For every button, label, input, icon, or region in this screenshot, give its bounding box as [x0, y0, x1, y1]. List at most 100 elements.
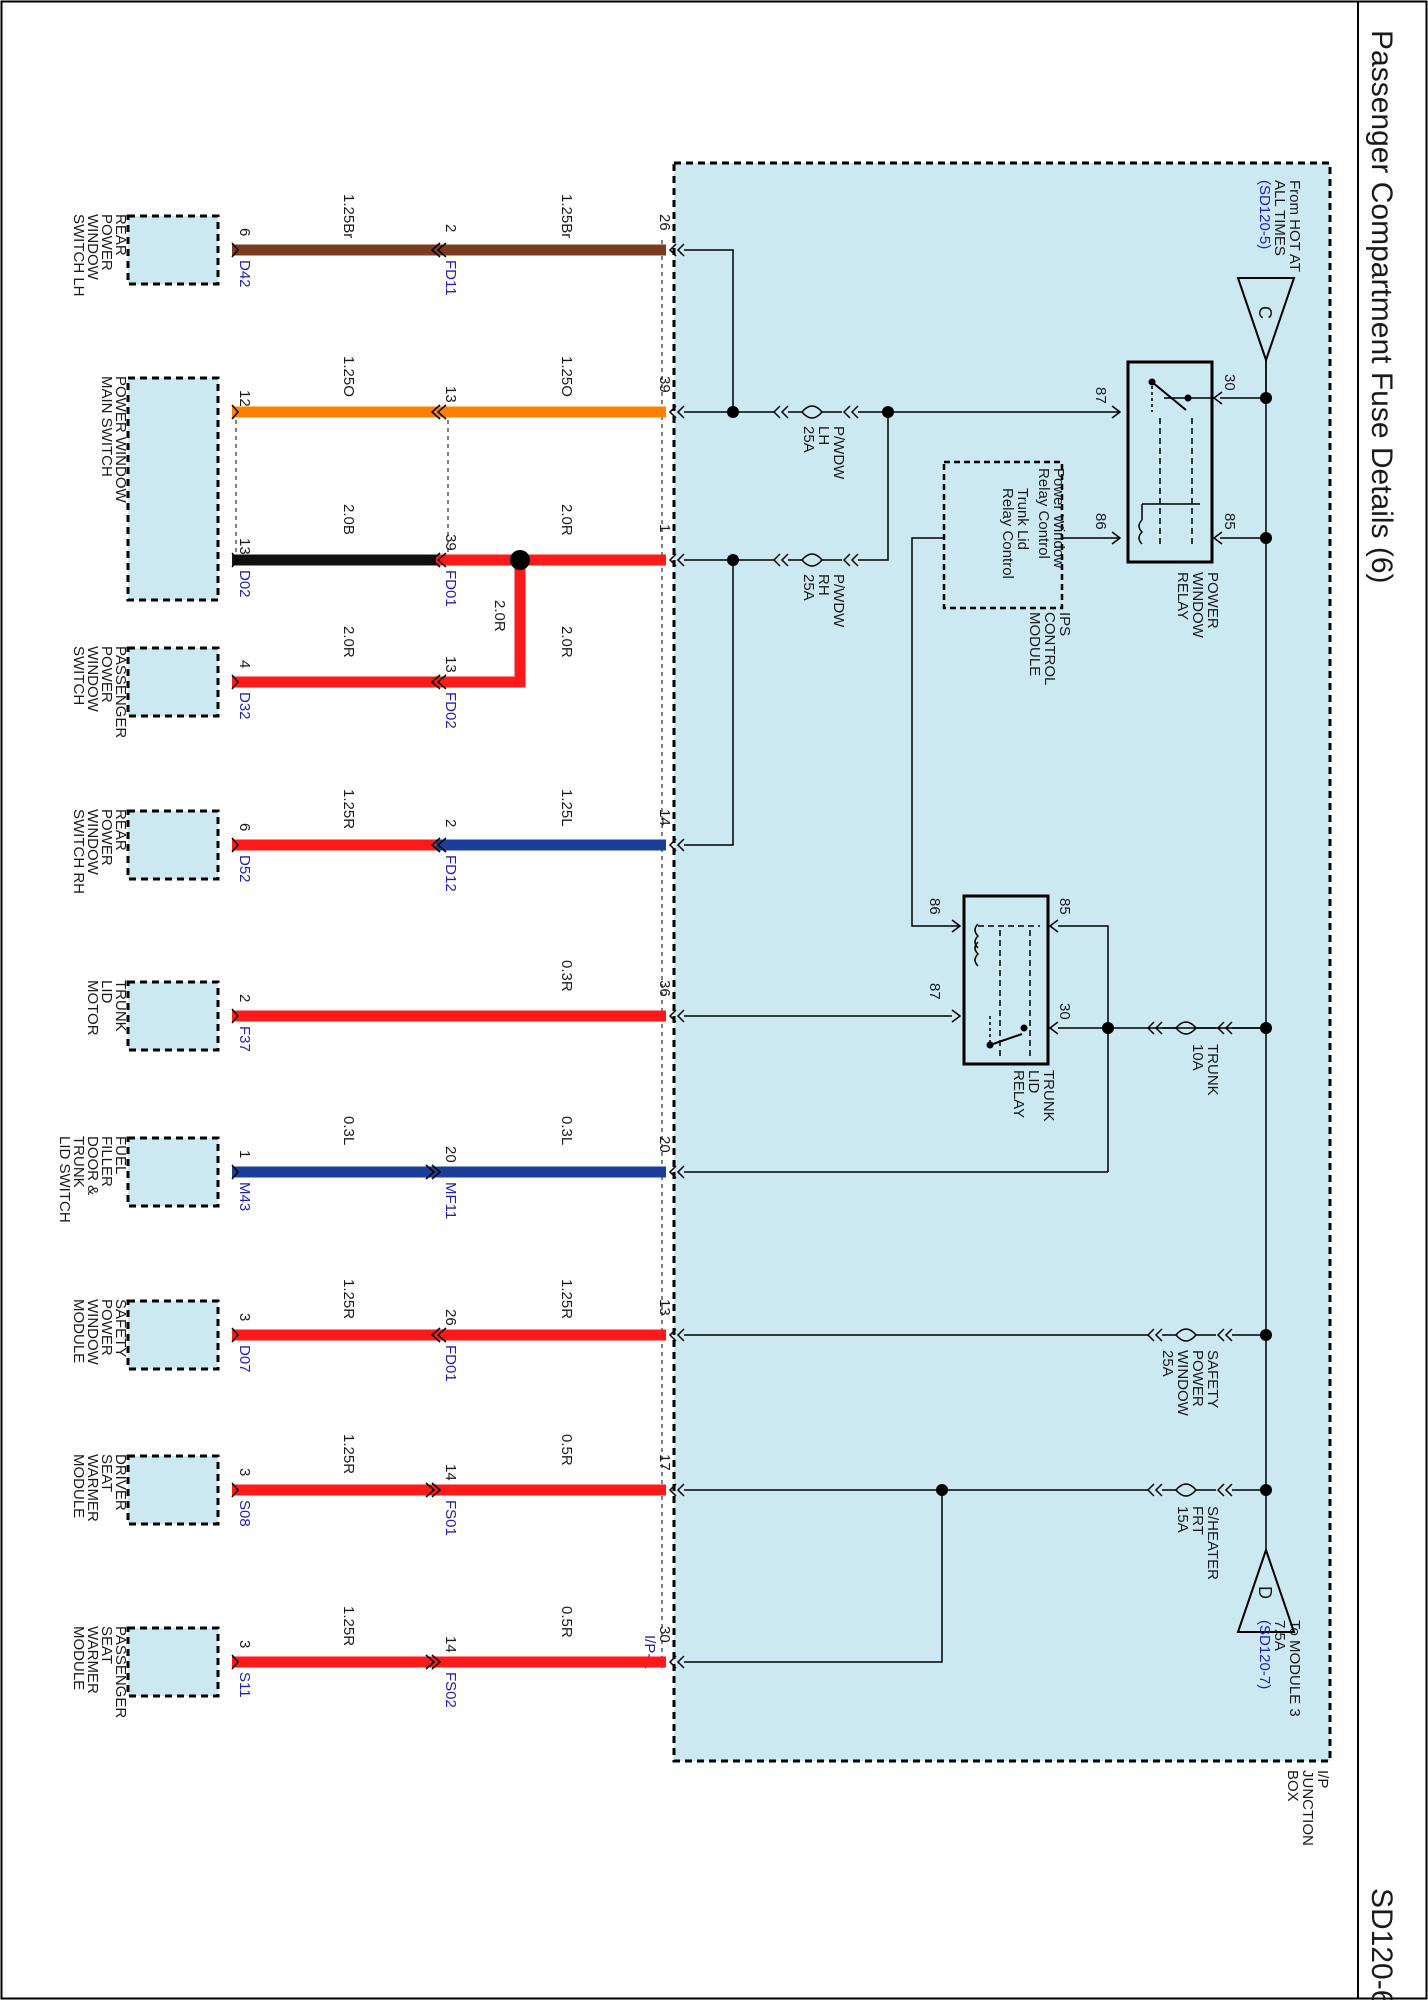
wire-spec-splice: 2.0R — [491, 600, 508, 632]
power-out-connector — [1236, 1546, 1296, 1633]
component-pin-number: 6 — [236, 823, 253, 831]
component-name-line: REAR — [112, 214, 129, 256]
component-connector-name: D42 — [236, 260, 253, 288]
component-name-line: REAR — [112, 809, 129, 851]
wire-spec-jb: 1.25R — [558, 1279, 575, 1319]
component-name-line: MAIN SWITCH — [98, 376, 115, 477]
component-name-line: TRUNK — [112, 980, 129, 1032]
component-name-line: WINDOW — [84, 1299, 101, 1366]
page-title: Passenger Compartment Fuse Details (6) — [1365, 30, 1398, 584]
component-name-line: MODULE — [70, 1626, 87, 1690]
comp-fuel-filler-switch — [126, 1136, 220, 1208]
component-name-line: POWER — [98, 646, 115, 703]
component-name-line: MODULE — [70, 1454, 87, 1518]
pwr-relay-pin-87: 87 — [1092, 387, 1109, 404]
inline-connector-name: FD02 — [442, 692, 459, 729]
fuse-pwdw-rh — [734, 412, 889, 567]
inline-pin-number: 20 — [442, 1146, 459, 1163]
component-pin-number: 12 — [236, 390, 253, 407]
internal-routing — [684, 249, 1108, 1173]
circuit-labels: 261.25Br2FD111.25Br6D42REARPOWERWINDOWSW… — [56, 194, 673, 1718]
splice-dot — [1102, 1022, 1114, 1034]
power-out-letter: D — [1255, 1586, 1275, 1599]
component-name-line: SAFETY — [112, 1299, 129, 1357]
component-name-line: SEAT — [98, 1626, 115, 1664]
pwr-relay-pin-30: 30 — [1221, 374, 1238, 391]
component-boxes — [126, 214, 220, 1698]
power-window-relay — [888, 360, 1266, 564]
component-name-line: PASSENGER — [112, 1626, 129, 1718]
component-name-line: MODULE — [70, 1299, 87, 1363]
comp-trunk-lid-motor — [126, 980, 220, 1052]
component-connector-name: D52 — [236, 855, 253, 883]
wire-spec-comp: 1.25R — [340, 1606, 357, 1646]
component-pin-number: 2 — [236, 994, 253, 1002]
comp-rear-pw-switch-lh — [126, 214, 220, 286]
fuse-safety-power-window — [684, 1328, 1266, 1342]
inline-pin-number: 13 — [442, 386, 459, 403]
wire-spec-comp: 1.25Br — [340, 194, 357, 238]
component-name-line: TRUNK — [70, 1136, 87, 1188]
pwr-relay-label: POWER WINDOW RELAY — [1174, 572, 1221, 642]
wire-spec-comp: 1.25R — [340, 789, 357, 829]
component-name-line: LID — [98, 980, 115, 1004]
inline-pin-number: 26 — [442, 1309, 459, 1326]
comp-passenger-pw-switch — [126, 646, 220, 718]
trunk-relay-pin-85: 85 — [1056, 898, 1073, 915]
jb-connector-chevrons — [668, 243, 685, 1669]
power-out-label: To MODULE 3 7.5A (SD120-7) — [1256, 1620, 1303, 1721]
component-name-line: FILLER — [98, 1136, 115, 1187]
component-name-line: WARMER — [84, 1454, 101, 1522]
inline-connector-name: FD12 — [442, 855, 459, 892]
component-connector-name: S11 — [236, 1672, 253, 1698]
page-code: SD120-6 — [1365, 1888, 1398, 2000]
wire-spec-comp: 2.0R — [340, 626, 357, 658]
inline-pin-number: 14 — [442, 1636, 459, 1653]
inline-pin-number: 39 — [442, 534, 459, 551]
wire-spec-jb: 0.5R — [558, 1434, 575, 1466]
component-name-line: DOOR & — [84, 1136, 101, 1195]
ips-control-module — [942, 460, 1064, 610]
trunk-relay-control-wire — [911, 537, 960, 927]
component-connector-name: S08 — [236, 1500, 253, 1527]
jb-pin-number: 36 — [656, 980, 673, 997]
junction-box-label: I/P JUNCTION BOX — [1284, 1770, 1331, 1850]
component-connector-chevrons — [231, 242, 239, 1670]
fuse-pwdw-lh-label: P/WDW LH 25A — [800, 426, 847, 484]
trunk-relay-pin-86: 86 — [926, 898, 943, 915]
inline-connector-name: FS02 — [442, 1672, 459, 1708]
component-pin-number: 3 — [236, 1640, 253, 1648]
component-name-line: SEAT — [98, 1454, 115, 1492]
inline-connector-name: FD01 — [442, 1345, 459, 1382]
wire-spec-comp: 2.0B — [340, 504, 357, 535]
ips-module-label: IPS CONTROL MODULE — [1026, 612, 1073, 689]
component-name-line: FUEL — [112, 1136, 129, 1174]
jb-pin-number: 30 — [656, 1626, 673, 1643]
fuse-pwdw-lh — [734, 405, 888, 419]
power-in-connector — [1236, 277, 1296, 364]
wire-spec-jb: 0.5R — [558, 1606, 575, 1638]
component-name-line: POWER — [98, 1299, 115, 1356]
component-pin-number: 4 — [236, 660, 253, 668]
splice-dot — [727, 406, 739, 418]
component-name-line: POWER — [98, 809, 115, 866]
comp-driver-seat-warmer — [126, 1454, 220, 1526]
fuse-pwdw-rh-label: P/WDW RH 25A — [800, 574, 847, 632]
wire-spec-comp: 1.25R — [340, 1279, 357, 1319]
component-name-line: SWITCH RH — [70, 809, 87, 894]
fuse-seat-heater-label: S/HEATER FRT 15A — [1174, 1506, 1221, 1584]
trunk-relay-label: TRUNK LID RELAY — [1010, 1070, 1057, 1126]
jb-pin-number: 39 — [656, 376, 673, 393]
fuse-seat-heater — [684, 1483, 1266, 1663]
component-connector-name: M43 — [236, 1182, 253, 1211]
pwr-relay-pin-86: 86 — [1092, 513, 1109, 530]
jb-pin-number: 14 — [656, 809, 673, 826]
inline-connector-name: FS01 — [442, 1500, 459, 1536]
component-name-line: WARMER — [84, 1626, 101, 1694]
comp-pw-main-switch — [126, 376, 220, 602]
pwr-relay-pin-85: 85 — [1221, 513, 1238, 530]
inline-connector-name: FD11 — [442, 260, 459, 296]
splice-dot — [727, 554, 739, 566]
